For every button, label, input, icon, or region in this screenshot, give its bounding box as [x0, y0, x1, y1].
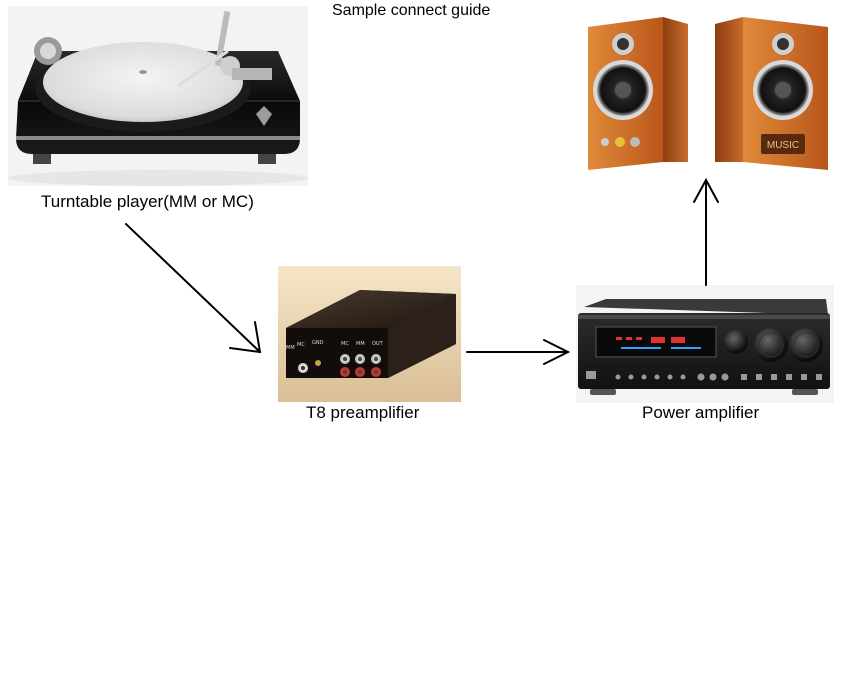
preamp-panel-label: MC [297, 342, 305, 348]
amplifier-image [576, 285, 834, 403]
amplifier-label: Power amplifier [642, 403, 760, 422]
arrow-preamp-to-amplifier [466, 339, 571, 365]
preamp-panel-label: GND [312, 340, 324, 346]
arrow-amplifier-to-speakers [693, 177, 719, 286]
preamp-image: MM MC GND MC MM OUT [278, 266, 461, 402]
speaker-badge: MUSIC [767, 140, 799, 151]
preamp-panel-label: MM [286, 345, 295, 351]
turntable-image [8, 6, 308, 186]
turntable-label: Turntable player(MM or MC) [41, 192, 254, 211]
arrow-turntable-to-preamp [125, 223, 262, 354]
preamp-panel-label: MM [356, 341, 365, 347]
speakers-image: MUSIC [583, 12, 833, 172]
preamp-label: T8 preamplifier [306, 403, 420, 422]
preamp-panel-label: MC [341, 341, 349, 347]
diagram-title: Sample connect guide [332, 2, 491, 19]
preamp-panel-label: OUT [372, 341, 384, 347]
